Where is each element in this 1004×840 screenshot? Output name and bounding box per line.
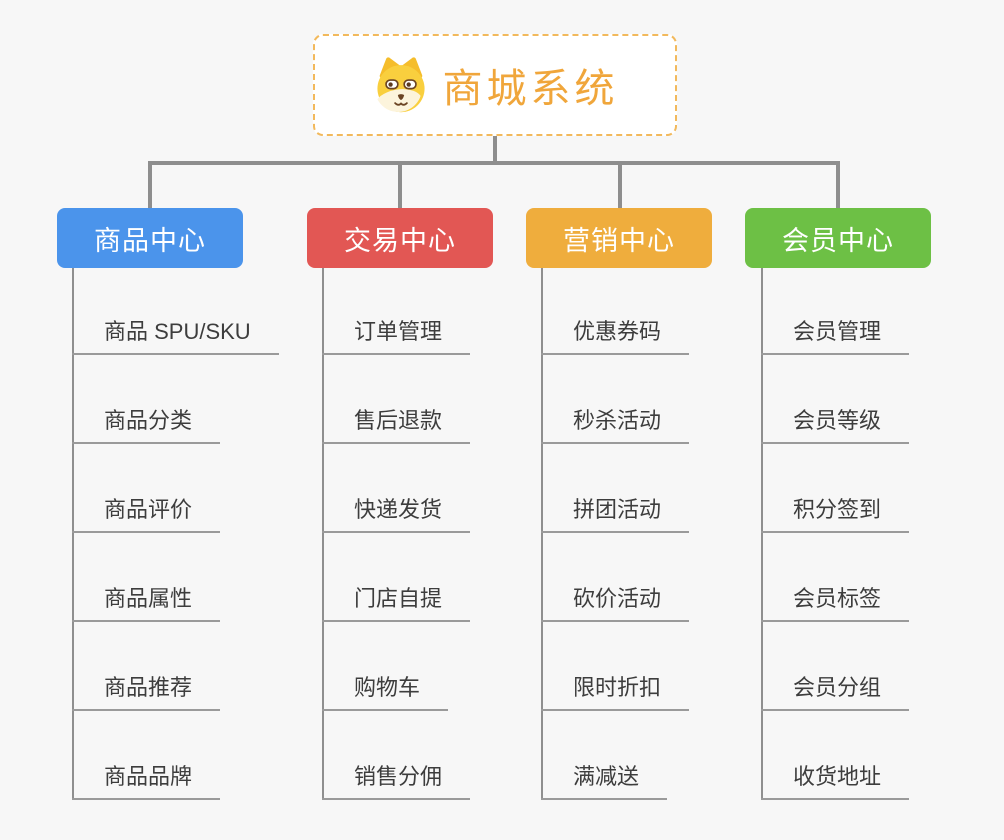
leaf-node[interactable]: 订单管理	[322, 317, 471, 355]
leaf-node[interactable]: 满减送	[541, 762, 668, 800]
connector-root-stub	[493, 136, 497, 164]
branch-trunk-marketing	[541, 268, 543, 800]
leaf-node[interactable]: 购物车	[322, 673, 449, 711]
branch-node-trade-center[interactable]: 交易中心	[307, 208, 493, 268]
root-node[interactable]: 商城系统	[313, 34, 677, 136]
leaf-node[interactable]: 会员分组	[761, 673, 910, 711]
leaf-node[interactable]: 商品分类	[72, 406, 221, 444]
leaf-node[interactable]: 优惠券码	[541, 317, 690, 355]
branch-node-member-center[interactable]: 会员中心	[745, 208, 931, 268]
leaf-node[interactable]: 快递发货	[322, 495, 471, 533]
connector-drop-trade	[398, 161, 402, 208]
leaf-node[interactable]: 商品推荐	[72, 673, 221, 711]
connector-drop-marketing	[618, 161, 622, 208]
leaf-node[interactable]: 收货地址	[761, 762, 910, 800]
branch-node-product-center[interactable]: 商品中心	[57, 208, 243, 268]
branch-trunk-member	[761, 268, 763, 800]
leaf-node[interactable]: 销售分佣	[322, 762, 471, 800]
branch-trunk-trade	[322, 268, 324, 800]
leaf-node[interactable]: 会员管理	[761, 317, 910, 355]
leaf-node[interactable]: 积分签到	[761, 495, 910, 533]
leaf-node[interactable]: 限时折扣	[541, 673, 690, 711]
leaf-node[interactable]: 会员等级	[761, 406, 910, 444]
branch-node-marketing-center[interactable]: 营销中心	[526, 208, 712, 268]
leaf-node[interactable]: 售后退款	[322, 406, 471, 444]
dog-icon	[373, 57, 425, 114]
leaf-node[interactable]: 商品评价	[72, 495, 221, 533]
leaf-node[interactable]: 拼团活动	[541, 495, 690, 533]
connector-drop-member	[836, 161, 840, 208]
leaf-node[interactable]: 商品 SPU/SKU	[72, 317, 279, 355]
leaf-node[interactable]: 商品品牌	[72, 762, 221, 800]
leaf-node[interactable]: 砍价活动	[541, 584, 690, 622]
leaf-node[interactable]: 秒杀活动	[541, 406, 690, 444]
connector-horizontal	[148, 161, 840, 165]
branch-trunk-product	[72, 268, 74, 800]
root-title: 商城系统	[442, 67, 619, 111]
leaf-node[interactable]: 会员标签	[761, 584, 910, 622]
connector-drop-product	[148, 161, 152, 208]
leaf-node[interactable]: 商品属性	[72, 584, 221, 622]
leaf-node[interactable]: 门店自提	[322, 584, 471, 622]
